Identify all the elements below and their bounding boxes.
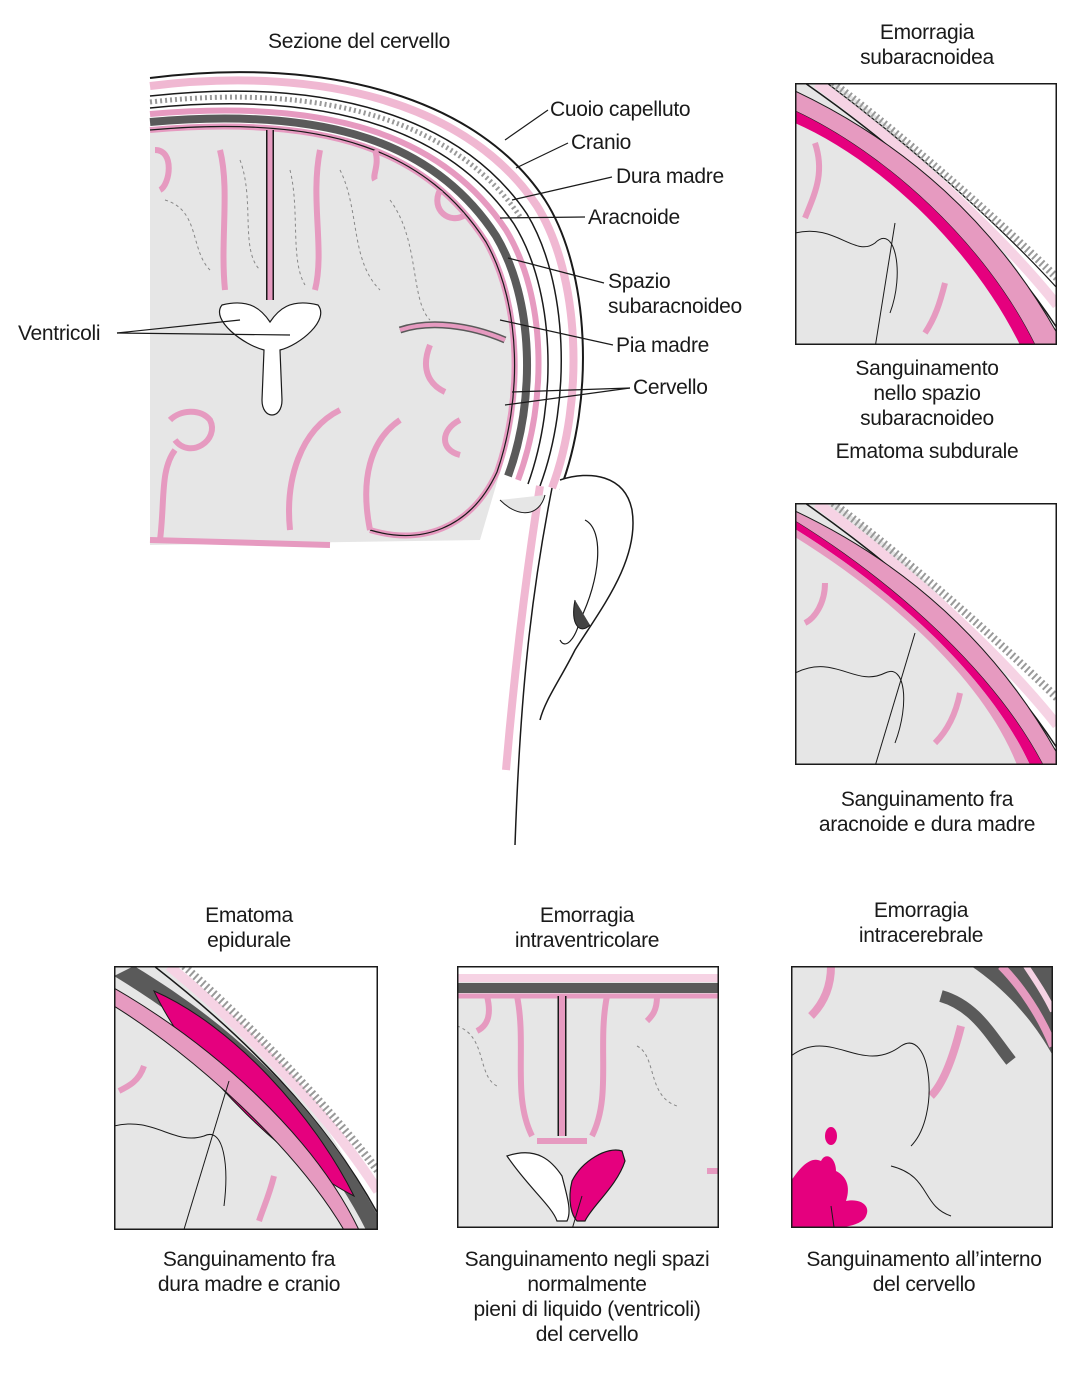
subdural-panel [795,503,1057,765]
intraventricular-panel [457,966,719,1228]
subarachnoid-caption: Sanguinamento nello spazio subaracnoideo [855,357,999,430]
subdural-title: Ematoma subdurale [835,440,1019,463]
intraventricular-caption: Sanguinamento negli spazi normalmente pi… [464,1248,710,1346]
label-pia: Pia madre [616,334,710,357]
main-title: Sezione del cervello [268,30,450,53]
label-ventricles: Ventricoli [18,322,101,345]
label-brain: Cervello [633,376,708,399]
subarachnoid-title: Emorragia subaracnoidea [860,21,994,69]
intracerebral-title: Emorragia intracerebrale [858,899,984,947]
subarachnoid-panel [795,83,1057,345]
epidural-title: Ematoma epidurale [205,904,293,952]
subdural-caption: Sanguinamento fra aracnoide e dura madre [818,788,1036,836]
intracerebral-caption: Sanguinamento all’interno del cervello [806,1248,1042,1296]
intracerebral-panel [791,966,1053,1228]
epidural-panel [114,966,378,1230]
label-arachnoid: Aracnoide [588,206,680,229]
label-subarachnoid-space: Spazio subaracnoideo [608,270,742,318]
intraventricular-title: Emorragia intraventricolare [514,904,660,952]
label-dura: Dura madre [616,165,724,188]
epidural-caption: Sanguinamento fra dura madre e cranio [157,1248,341,1296]
label-skull: Cranio [571,131,632,154]
label-scalp: Cuoio capelluto [550,98,691,121]
